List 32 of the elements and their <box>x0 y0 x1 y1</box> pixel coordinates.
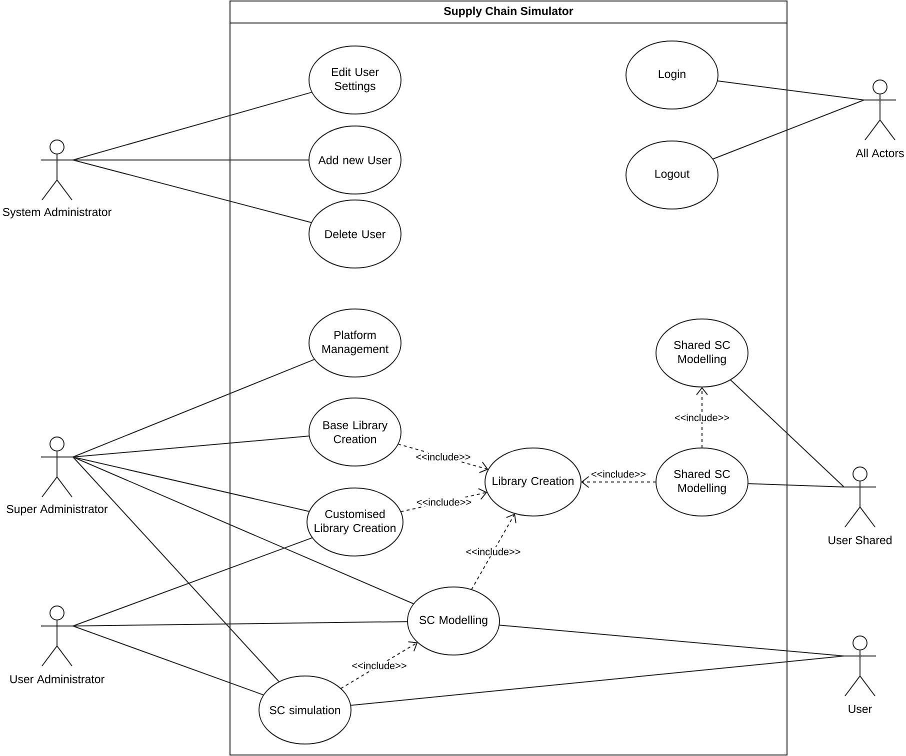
association-line <box>72 626 264 696</box>
actor-name: User Administrator <box>10 674 104 684</box>
association-line <box>716 80 864 100</box>
edge-label: <<include>> <box>673 412 731 422</box>
association-line <box>730 379 844 488</box>
actor-name: Super Administrator <box>6 504 108 516</box>
actor-name: User <box>848 705 872 713</box>
association-line <box>712 100 864 160</box>
dashed-arrow <box>581 476 656 488</box>
dashed-arrow <box>696 387 708 448</box>
association-line <box>72 456 280 682</box>
association-line <box>350 656 844 706</box>
association-line <box>72 537 313 626</box>
dashed-arrow <box>470 514 516 590</box>
association-line <box>747 483 844 488</box>
association-line <box>72 456 414 604</box>
association-line <box>72 456 310 512</box>
actor-name: User Shared <box>828 536 892 544</box>
association-line <box>72 358 316 458</box>
edge-label: <<include>> <box>590 469 648 479</box>
dashed-arrow <box>340 641 418 690</box>
association-line <box>72 92 313 160</box>
edge-label: <<include>> <box>464 546 522 556</box>
association-line <box>72 160 312 224</box>
edge-label: <<include>> <box>415 497 473 507</box>
association-line <box>498 624 844 656</box>
actor-name: All Actors <box>856 148 904 158</box>
actor-name: System Administrator <box>2 208 112 218</box>
association-line <box>72 621 408 626</box>
edge-label: <<include>> <box>350 660 408 670</box>
edge-label: <<include>> <box>414 452 472 462</box>
association-line <box>72 436 310 458</box>
